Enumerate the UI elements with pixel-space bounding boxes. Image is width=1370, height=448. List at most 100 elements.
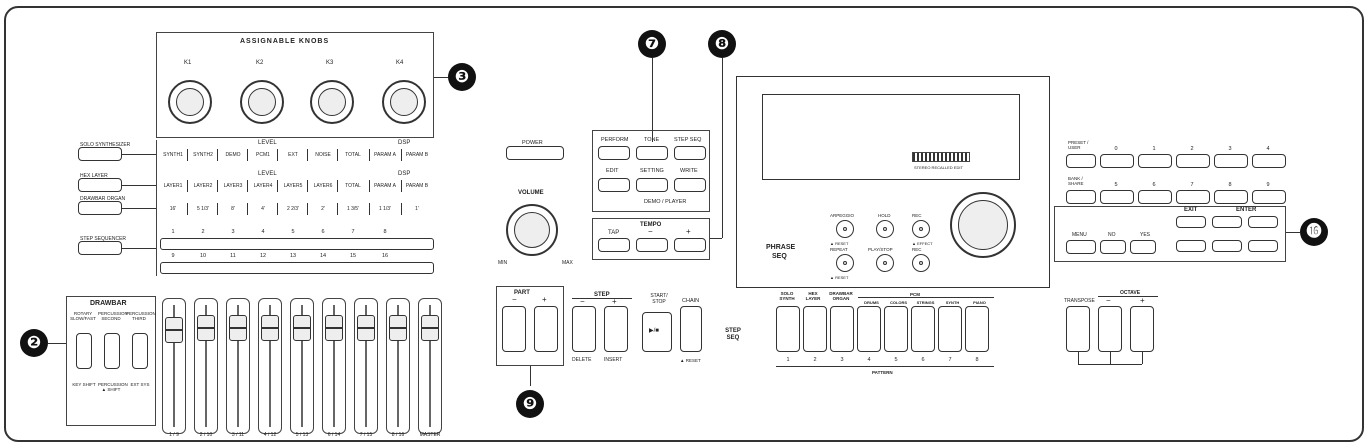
pattern-number-3: 3: [840, 357, 844, 363]
pattern-button-1[interactable]: [776, 306, 800, 352]
exit-button[interactable]: [1176, 216, 1206, 228]
cursor-down-button[interactable]: [1212, 240, 1242, 252]
power-button[interactable]: [506, 146, 564, 160]
tempo-plus-label: +: [686, 227, 691, 236]
play-stop-button[interactable]: [876, 254, 894, 272]
perform-button[interactable]: [598, 146, 630, 160]
drawbar-fader-4[interactable]: [258, 298, 282, 434]
drawbar-fader-7[interactable]: [354, 298, 378, 434]
numpad-top-shift-button[interactable]: [1066, 154, 1096, 168]
mode-drawbar-organ-button[interactable]: [78, 201, 122, 215]
numpad-bottom-button-5[interactable]: [1252, 190, 1286, 204]
fader-cap[interactable]: [325, 315, 343, 341]
chain-button[interactable]: [680, 306, 702, 352]
percussion-third-button[interactable]: [132, 333, 148, 369]
knob-k2[interactable]: [240, 80, 284, 124]
mode-step-sequencer-button[interactable]: [78, 241, 122, 255]
fader-cap[interactable]: [197, 315, 215, 341]
enter-button[interactable]: [1248, 216, 1278, 228]
dial[interactable]: [950, 192, 1016, 258]
leader-line: [122, 154, 156, 155]
start-stop-button[interactable]: [642, 312, 672, 352]
numpad-top-button-5[interactable]: [1252, 154, 1286, 168]
row_synth-cell-2: SYNTH2: [193, 152, 213, 158]
part-plus-button[interactable]: [534, 306, 558, 352]
hold-button[interactable]: [876, 220, 894, 238]
drawbar-fader-6[interactable]: [322, 298, 346, 434]
leader-line: [122, 248, 156, 249]
drawbar-fader-8[interactable]: [386, 298, 410, 434]
tap-button[interactable]: [598, 238, 630, 252]
numpad-bottom-button-4[interactable]: [1214, 190, 1248, 204]
menu-button[interactable]: [1066, 240, 1096, 254]
fader-cap[interactable]: [261, 315, 279, 341]
edit-button[interactable]: [598, 178, 630, 192]
rec-button[interactable]: [912, 220, 930, 238]
drawbar-fader-3[interactable]: [226, 298, 250, 434]
row_drawbar-cell-5: 2 2/3': [286, 206, 300, 212]
numpad-bottom-shift-button[interactable]: [1066, 190, 1096, 204]
repeat-button[interactable]: [836, 254, 854, 272]
knob-k3[interactable]: [310, 80, 354, 124]
rec2-button[interactable]: [912, 254, 930, 272]
no-button[interactable]: [1100, 240, 1126, 254]
write-button[interactable]: [674, 178, 706, 192]
knob-label-k4: K4: [396, 60, 404, 66]
tap-label: TAP: [608, 230, 620, 236]
tempo-minus-button[interactable]: [636, 238, 668, 252]
numpad-bottom-button-2[interactable]: [1138, 190, 1172, 204]
octave-minus-button[interactable]: [1098, 306, 1122, 352]
drawbar-fader-2[interactable]: [194, 298, 218, 434]
arpeggio-button[interactable]: [836, 220, 854, 238]
numpad-top-button-3[interactable]: [1176, 154, 1210, 168]
drawbar-fader-9[interactable]: [418, 298, 442, 434]
cursor-left-button[interactable]: [1176, 240, 1206, 252]
fader-cap[interactable]: [229, 315, 247, 341]
setting-button[interactable]: [636, 178, 668, 192]
drawbar-fader-5[interactable]: [290, 298, 314, 434]
numpad-top-button-1[interactable]: [1100, 154, 1134, 168]
tone-button[interactable]: [636, 146, 668, 160]
tempo-plus-button[interactable]: [674, 238, 706, 252]
numpad-top-button-4[interactable]: [1214, 154, 1248, 168]
numpad-bottom-button-1[interactable]: [1100, 190, 1134, 204]
step_top-strip[interactable]: [160, 238, 434, 250]
knob-k4[interactable]: [382, 80, 426, 124]
numpad-top-button-2[interactable]: [1138, 154, 1172, 168]
pattern-button-7[interactable]: [938, 306, 962, 352]
part-minus-button[interactable]: [502, 306, 526, 352]
volume-knob[interactable]: [506, 204, 558, 256]
pattern-button-5[interactable]: [884, 306, 908, 352]
numpad-bottom-button-3[interactable]: [1176, 190, 1210, 204]
fader-cap[interactable]: [389, 315, 407, 341]
step_bottom-strip[interactable]: [160, 262, 434, 274]
fader-cap[interactable]: [421, 315, 439, 341]
octave-plus-button[interactable]: [1130, 306, 1154, 352]
tempo-box: [592, 218, 710, 260]
cell-divider: [247, 203, 248, 215]
pattern-button-3[interactable]: [830, 306, 854, 352]
drawbar-fader-1[interactable]: [162, 298, 186, 434]
percussion-second-button[interactable]: [104, 333, 120, 369]
mode-solo-synth-button[interactable]: [78, 147, 122, 161]
cell-divider: [247, 149, 248, 161]
step-plus-button[interactable]: [604, 306, 628, 352]
transpose-button[interactable]: [1066, 306, 1090, 352]
fader-cap[interactable]: [357, 315, 375, 341]
pattern-button-4[interactable]: [857, 306, 881, 352]
cursor-up-button[interactable]: [1212, 216, 1242, 228]
pattern-button-2[interactable]: [803, 306, 827, 352]
yes-button[interactable]: [1130, 240, 1156, 254]
pattern-button-6[interactable]: [911, 306, 935, 352]
fader-cap[interactable]: [165, 317, 183, 343]
knob-k1[interactable]: [168, 80, 212, 124]
pattern-button-8[interactable]: [965, 306, 989, 352]
cursor-right-button[interactable]: [1248, 240, 1278, 252]
step-minus-button[interactable]: [572, 306, 596, 352]
fader-cap[interactable]: [293, 315, 311, 341]
rotary-button[interactable]: [76, 333, 92, 369]
lcd-indicators: STEREO RECALLED EDIT: [914, 165, 963, 170]
step-seq-button[interactable]: [674, 146, 706, 160]
mode-hex-layer-button[interactable]: [78, 178, 122, 192]
step_top-label-1: 1: [171, 229, 175, 235]
